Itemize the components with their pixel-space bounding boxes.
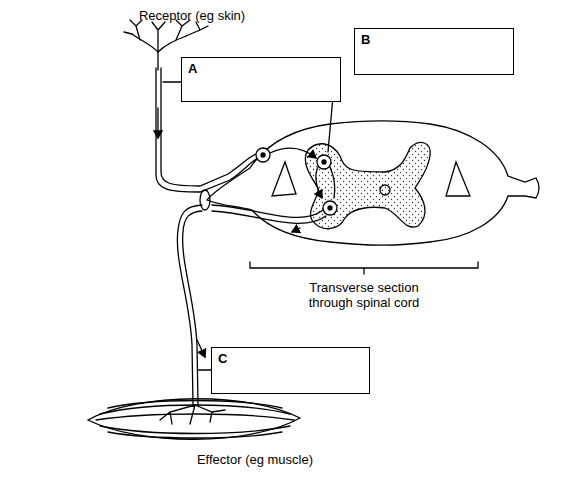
box-letter: C xyxy=(218,351,227,366)
caption-label: Effector (eg muscle) xyxy=(197,452,313,467)
label-box: B xyxy=(354,28,514,75)
label-box: A xyxy=(181,57,341,102)
label-box: C xyxy=(211,347,370,394)
box-letter: B xyxy=(361,32,370,47)
caption-label: Transverse section through spinal cord xyxy=(289,280,439,310)
caption-label: Receptor (eg skin) xyxy=(139,8,245,23)
box-letter: A xyxy=(188,61,197,76)
